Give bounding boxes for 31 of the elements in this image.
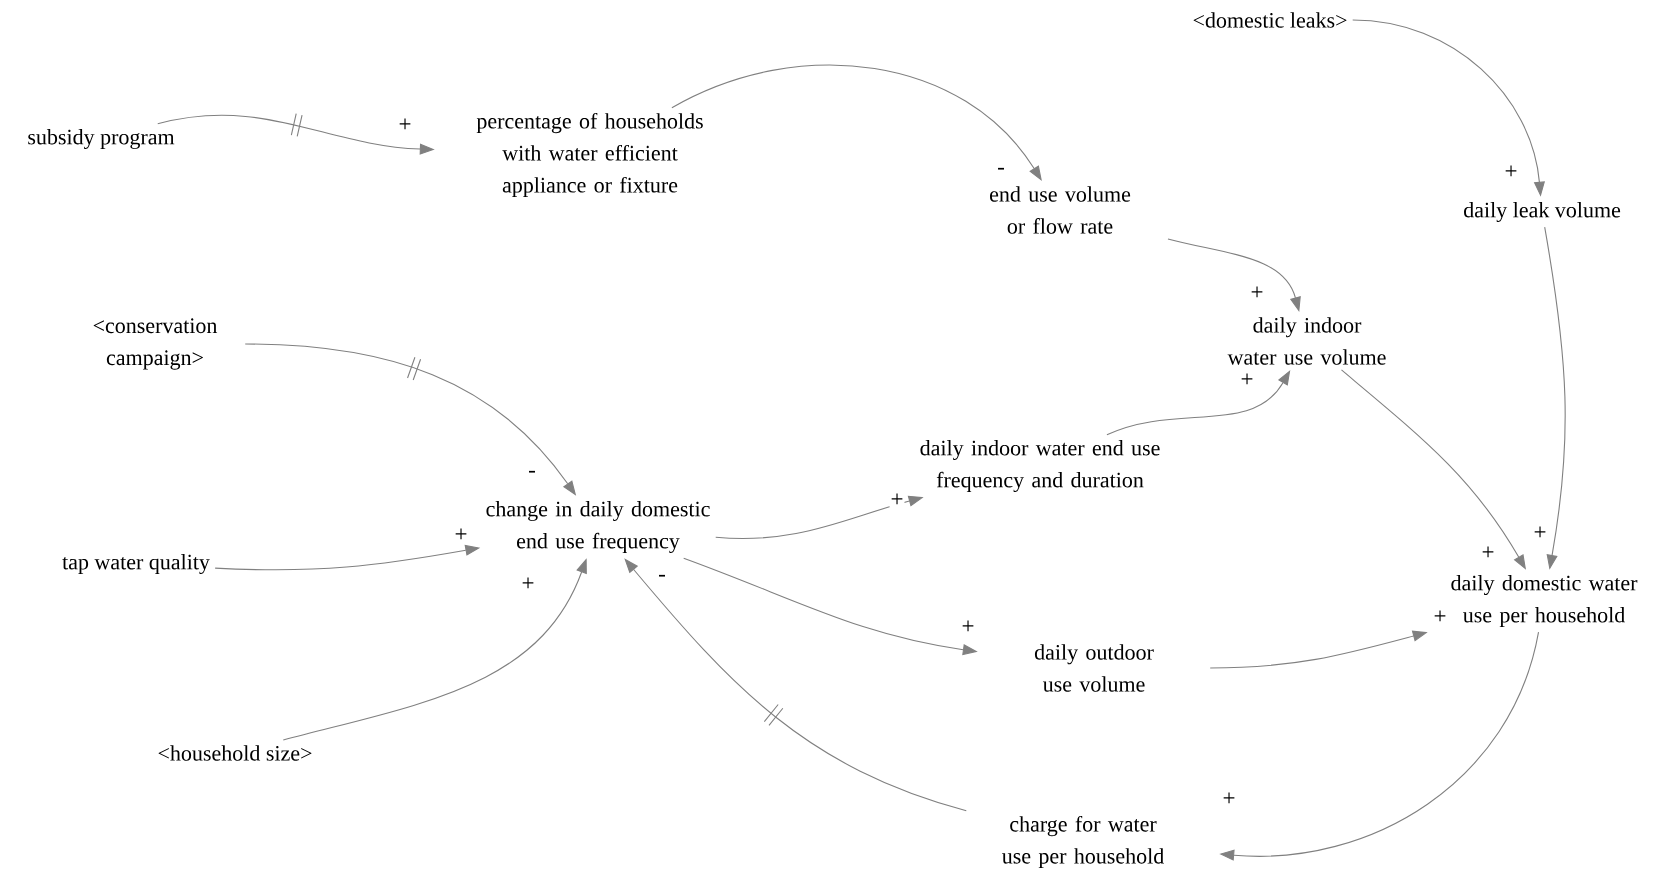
variable-label: change in daily domestic end use frequency — [486, 501, 710, 553]
polarity-sign: + — [1249, 285, 1265, 301]
polarity-sign: + — [1503, 164, 1519, 180]
polarity-sign: + — [1221, 791, 1237, 807]
variable-label: daily indoor water use volume — [1227, 317, 1386, 365]
variable-label: <household size> — [158, 745, 312, 761]
variable-label: daily domestic water use per household — [1451, 575, 1638, 627]
polarity-sign: + — [1480, 545, 1496, 561]
polarity-sign: + — [397, 117, 413, 133]
polarity-sign: + — [1532, 525, 1548, 541]
variable-label: daily leak volume — [1464, 202, 1621, 222]
variable-label: <conservation campaign> — [93, 318, 218, 370]
polarity-sign: + — [960, 619, 976, 635]
variable-label: <domestic leaks> — [1193, 12, 1347, 28]
polarity-sign: + — [1239, 372, 1255, 388]
variable-label: percentage of households with water efficient appliance or fixture — [476, 112, 703, 198]
variable-label: tap water quality — [62, 554, 210, 574]
polarity-sign: - — [657, 573, 667, 583]
polarity-sign: + — [520, 576, 536, 592]
variable-label: end use volume or flow rate — [990, 186, 1131, 234]
variable-label: charge for water use per household — [1002, 815, 1164, 869]
arrow — [1106, 370, 1291, 436]
polarity-sign: - — [527, 469, 537, 479]
polarity-sign: - — [996, 166, 1006, 176]
variable-label: subsidy program — [28, 129, 175, 149]
variable-label: daily outdoor use volume — [1034, 644, 1154, 692]
polarity-sign: + — [1432, 609, 1448, 625]
delayed-arrow — [624, 558, 967, 812]
variable-label: daily indoor water end use frequency and duration — [920, 440, 1160, 492]
polarity-sign: + — [453, 527, 469, 543]
polarity-sign: + — [889, 492, 905, 508]
